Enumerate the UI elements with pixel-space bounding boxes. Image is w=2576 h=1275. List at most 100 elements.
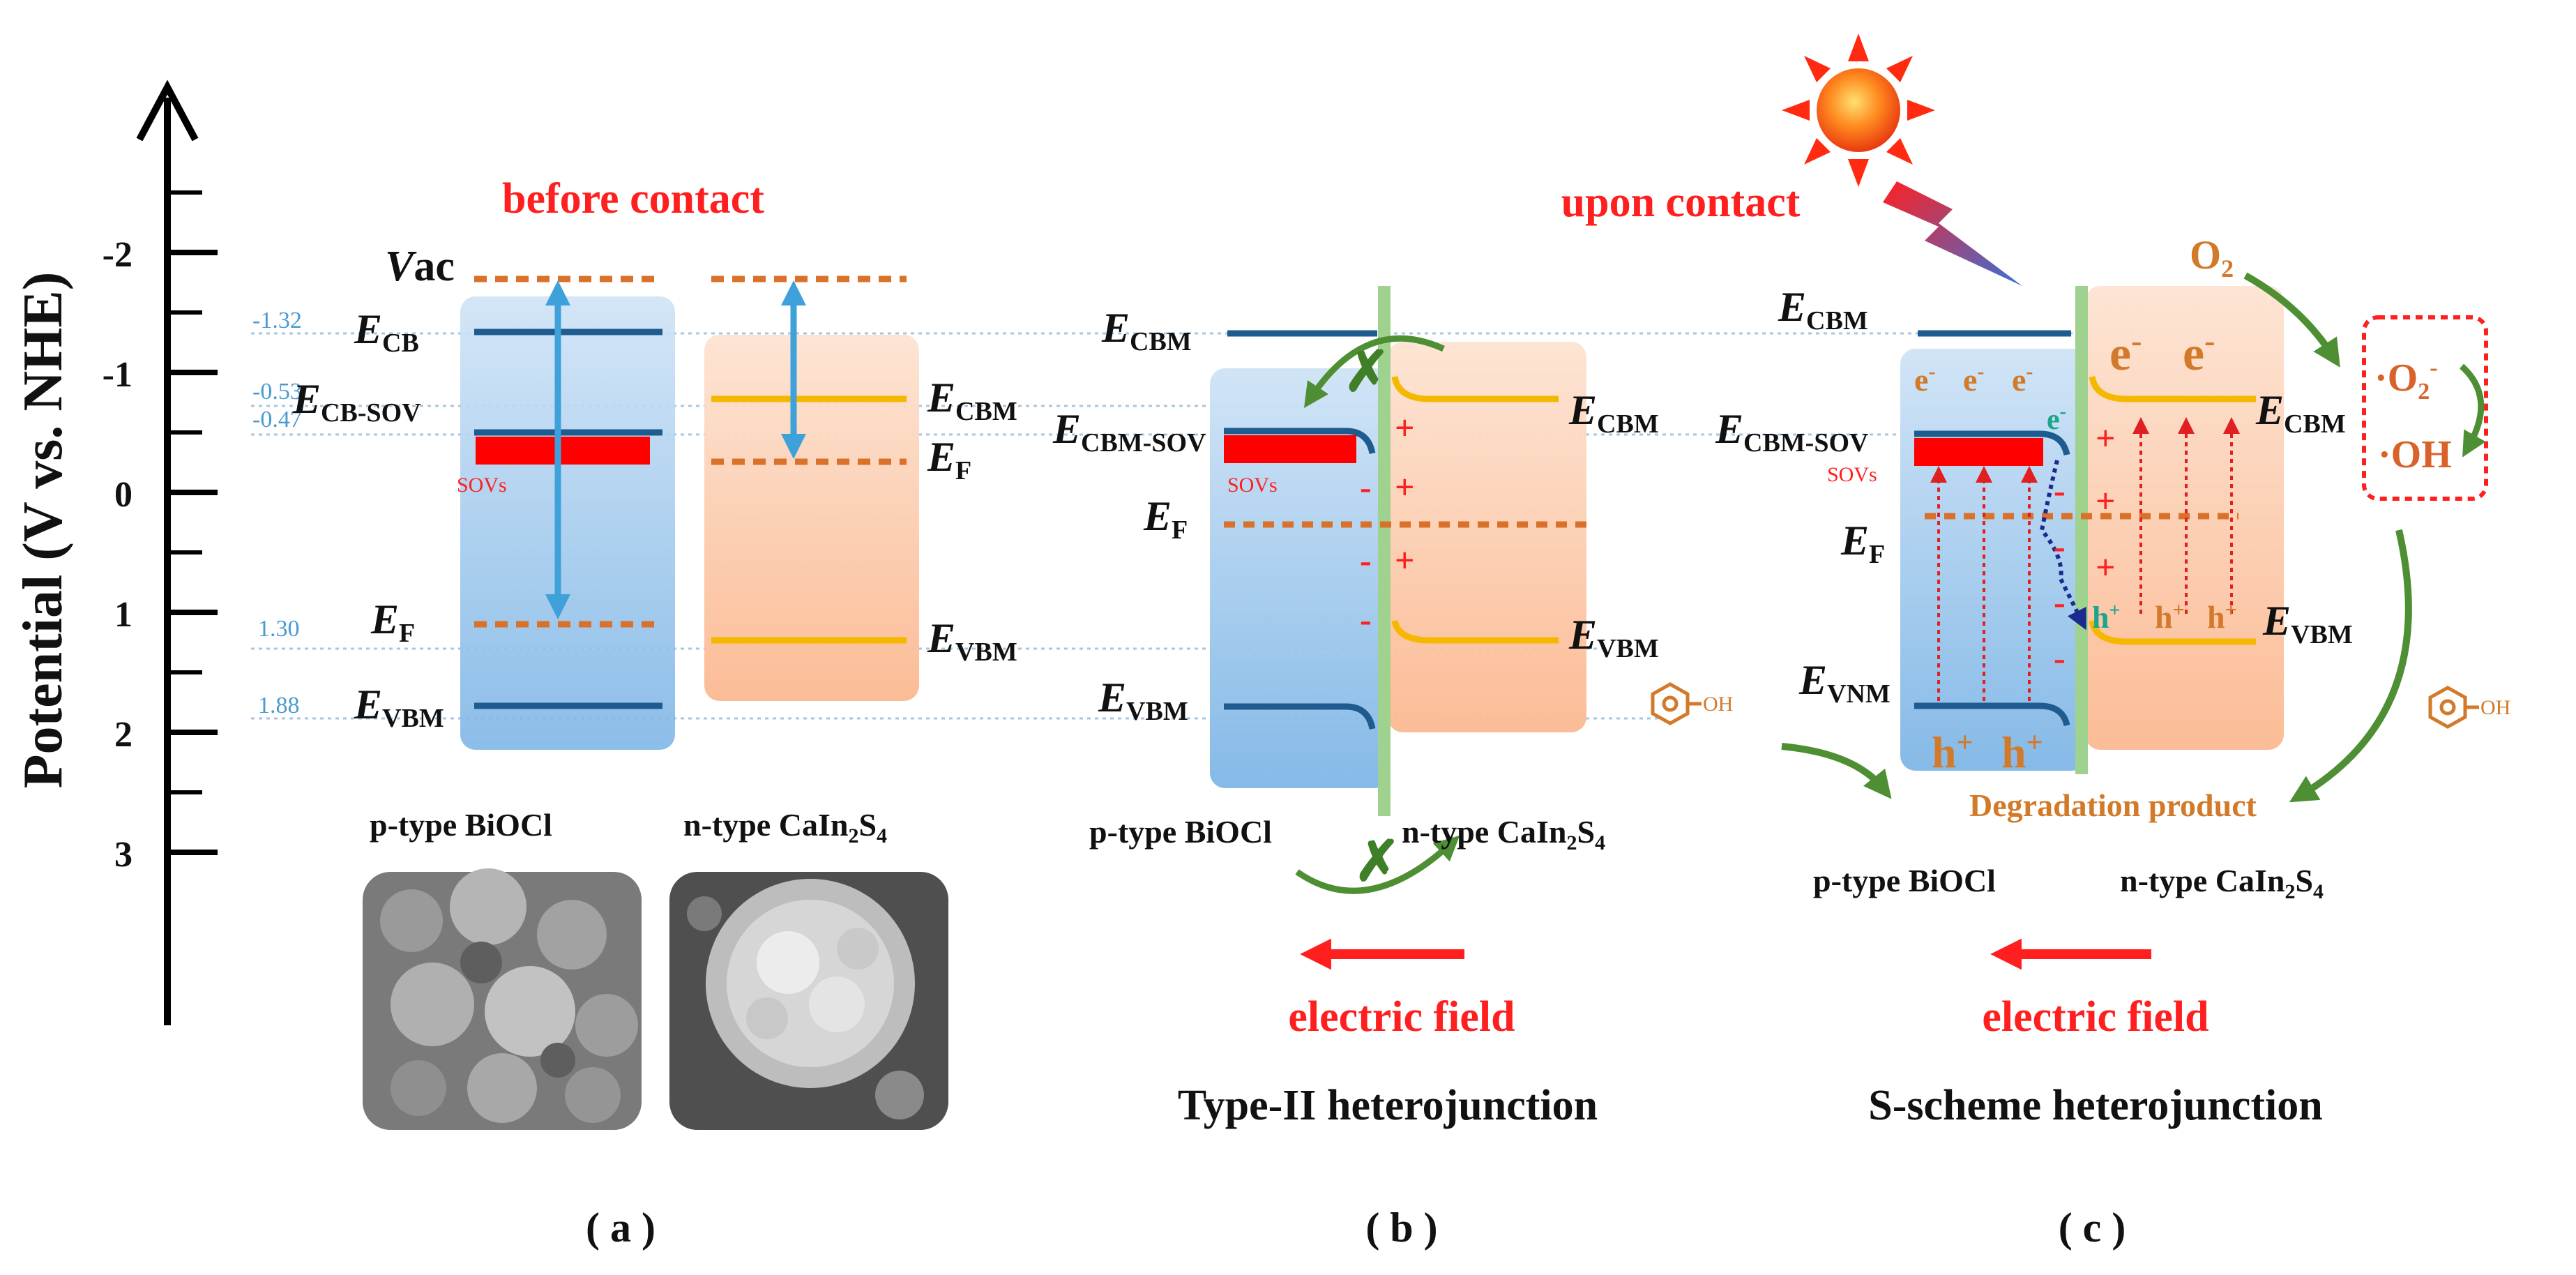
cain-vbm-level [2089,619,2256,645]
svg-text:e-: e- [2183,323,2215,381]
bioc-band-box [460,296,675,750]
label-e-f: EF [1143,493,1188,545]
panel-b: SOVs ECBM ECBM-SOV EF EVBM ECBM EVBM - -… [1052,286,1659,1251]
label-cain-vbm: EVBM [927,615,1017,667]
label-cain-cbm: ECBM [1568,387,1659,439]
svg-text:e-: e- [1963,360,1984,398]
hydroxyl-label: ·OH [2378,433,2452,476]
before-contact-heading: before contact [502,175,764,222]
cain-name: n-type CaIn2S4 [1402,814,1605,854]
svg-text:h+: h+ [2207,598,2237,635]
label-cain-vbm: EVBM [2262,598,2353,649]
minus-charge: - [1360,541,1372,580]
label-e-cb: ECB [354,306,419,358]
blocked-electron-transfer [1304,335,1445,408]
svg-text:h+: h+ [1932,727,1973,777]
electric-field-label: electric field [1982,993,2208,1041]
interface-bar [2075,286,2088,774]
phenol-icon [2428,686,2479,729]
label-e-cbm: ECBM [1778,284,1868,335]
label-e-cb-sov: ECB-SOV [292,376,421,428]
panel-a: before contact Vac SOVs -1.32 -0.53 -0.4… [252,175,1017,1251]
label-e-vbm: EVBM [1098,674,1188,726]
phenol-oh-label: OH [2480,696,2510,719]
bioc-name: p-type BiOCl [370,807,552,843]
tick-label: 3 [114,835,132,875]
tick-label: 2 [114,715,132,755]
blocked-x-icon: ✗ [1354,831,1400,893]
svg-text:e-: e- [2109,323,2142,381]
cain-cbm-level [2089,376,2256,402]
plus-charge: + [2096,548,2116,587]
degradation-product-label: Degradation product [1969,787,2257,823]
minus-charge: - [1360,467,1372,506]
sov-states [1914,438,2043,466]
cain-cbm-level [1391,376,1559,402]
sem-image-bioc [363,868,642,1130]
plus-charge: + [2096,481,2116,520]
label-e-cbm: ECBM [1101,305,1192,356]
tick-label: 1 [114,595,132,635]
phenol-degradation-arrow [1781,743,1892,799]
bioc-cbm-sov-level [1224,428,1376,455]
label-e-vbm: EVBM [354,681,444,733]
radical-box [2362,315,2488,501]
bioc-vbm-level [1914,702,2070,727]
value-label: -0.47 [252,407,302,432]
plus-charge: + [1395,541,1415,580]
blocked-x-icon: ✗ [1343,342,1390,403]
tick-label: 0 [114,475,132,515]
svg-text:e-: e- [2012,360,2033,398]
svg-text:h+: h+ [2001,727,2043,777]
minus-charge: - [1360,600,1372,639]
cain-band-box [1388,342,1586,732]
vac-label: ac [414,243,455,290]
axis-title: Potential (V vs. NHE) [13,272,74,789]
sovs-label: SOVs [457,474,507,497]
cain-name: n-type CaIn2S4 [683,807,887,847]
tick-label: -1 [103,355,132,395]
label-e-f: EF [370,596,415,648]
plus-charge: + [2096,418,2116,458]
value-label: 1.88 [258,693,300,718]
label-e-cbm-sov: ECBM-SOV [1052,406,1206,458]
caption-b: ( b ) [1365,1205,1437,1251]
electron-transfer-label: e- [2047,401,2066,436]
superoxide-label: ·O2- [2374,355,2438,405]
bioc-name: p-type BiOCl [1813,863,1996,898]
cain-band-box [704,335,919,701]
vac-italic: V [385,243,417,290]
sov-states [1224,435,1356,463]
minus-charge: - [2054,638,2066,677]
cain-name: n-type CaIn2S4 [2120,863,2324,903]
radical-conversion-arrow [2459,363,2486,458]
s-scheme-title: S-scheme heterojunction [1868,1082,2322,1129]
svg-text:Vac: Vac [385,243,455,290]
label-cain-cbm: ECBM [2255,387,2346,439]
bioc-cbm-sov-level [1914,430,2070,456]
plus-charge: + [1395,467,1415,506]
bioc-name: p-type BiOCl [1089,814,1272,850]
value-label: -0.53 [252,379,302,405]
hole-transfer-label: h+ [2092,600,2120,635]
label-cain-cbm: ECBM [927,375,1017,426]
sun-icon [1782,33,1935,187]
label-cain-vbm: EVBM [1568,612,1659,663]
tick-label: -2 [103,235,132,275]
minus-charge: - [2054,527,2066,566]
o2-label: O2 [2190,232,2234,282]
upon-contact-heading: upon contact [1561,179,1801,226]
blocked-hole-transfer [1295,835,1460,894]
svg-text:e-: e- [1914,360,1935,398]
recombination-path [2039,460,2086,631]
panel-c: upon contact SOVs e- e- e- e- e- [1561,33,2510,1251]
minus-charge: - [2054,471,2066,510]
label-e-cbm-sov: ECBM-SOV [1715,406,1869,458]
value-label: 1.30 [258,616,300,642]
label-cain-ef: EF [927,434,971,485]
label-e-vnm: EVNM [1798,657,1891,709]
sov-states [476,437,650,465]
sovs-label: SOVs [1827,463,1877,486]
electric-field-label: electric field [1288,993,1515,1041]
